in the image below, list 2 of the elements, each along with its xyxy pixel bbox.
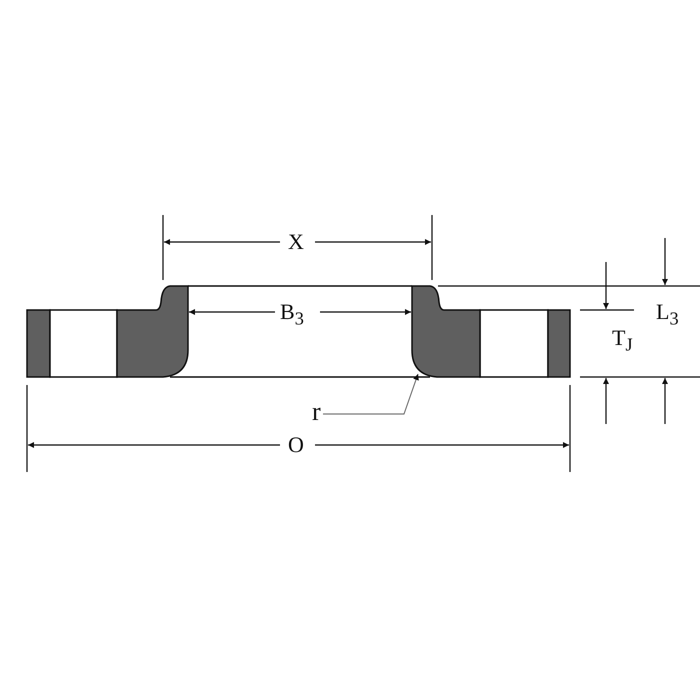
leader-line	[322, 374, 419, 414]
hub-section-drawing	[411, 285, 481, 378]
